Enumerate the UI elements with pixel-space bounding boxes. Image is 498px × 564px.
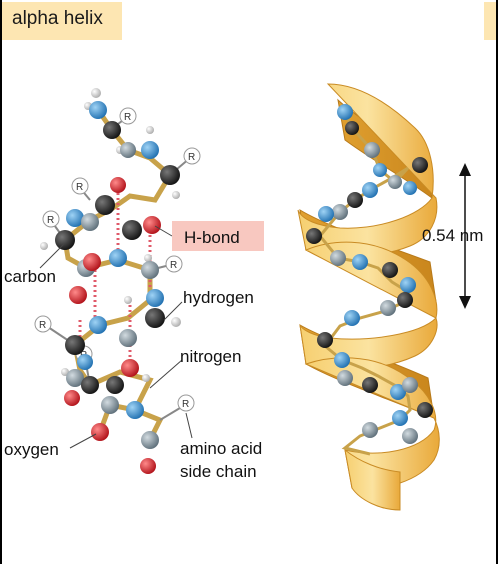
oxygen-atoms — [64, 177, 161, 474]
carbon-atoms — [55, 121, 180, 394]
ball-and-stick-model: R R R R R R R R — [34, 88, 201, 474]
corner-tab — [484, 2, 496, 40]
ribbon-atoms — [306, 104, 433, 444]
nitrogen-label: nitrogen — [180, 347, 241, 366]
double-headed-arrow-icon — [459, 163, 471, 309]
svg-text:R: R — [39, 320, 46, 331]
alpha-carbon-atoms — [66, 142, 159, 449]
pitch-label: 0.54 nm — [422, 226, 483, 245]
side-chain-label-line2: side chain — [180, 462, 257, 481]
leader-lines — [39, 225, 193, 449]
svg-text:R: R — [182, 399, 189, 410]
svg-text:R: R — [188, 152, 195, 163]
hbond-label-badge — [172, 221, 264, 251]
oxygen-label: oxygen — [4, 440, 59, 459]
svg-text:R: R — [170, 260, 177, 271]
figure-title: alpha helix — [12, 8, 103, 29]
svg-text:R: R — [76, 182, 83, 193]
svg-text:R: R — [124, 112, 131, 123]
ribbon-helix-model — [297, 83, 440, 511]
hydrogen-label: hydrogen — [183, 288, 254, 307]
svg-text:R: R — [47, 215, 54, 226]
side-chain-label-line1: amino acid — [180, 439, 262, 458]
nitrogen-atoms — [66, 101, 164, 419]
hbond-label: H-bond — [184, 228, 240, 247]
carbon-label: carbon — [4, 267, 56, 286]
title-bar: alpha helix — [2, 2, 122, 40]
